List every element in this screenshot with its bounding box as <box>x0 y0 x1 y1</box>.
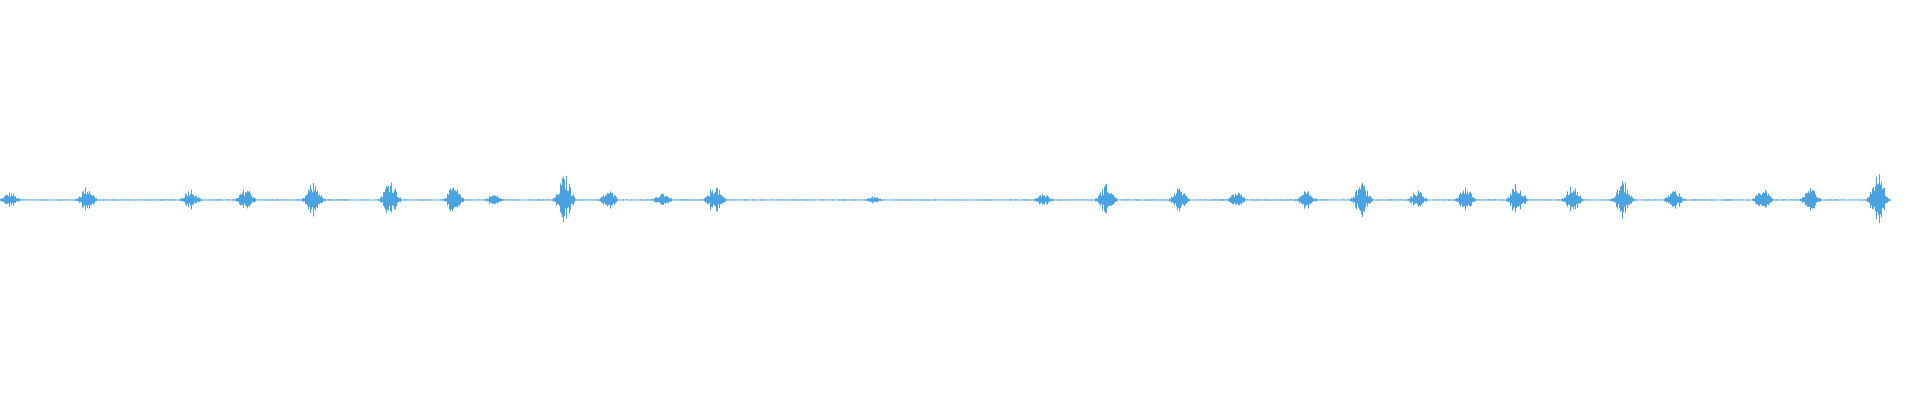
waveform-signal <box>0 174 1891 224</box>
